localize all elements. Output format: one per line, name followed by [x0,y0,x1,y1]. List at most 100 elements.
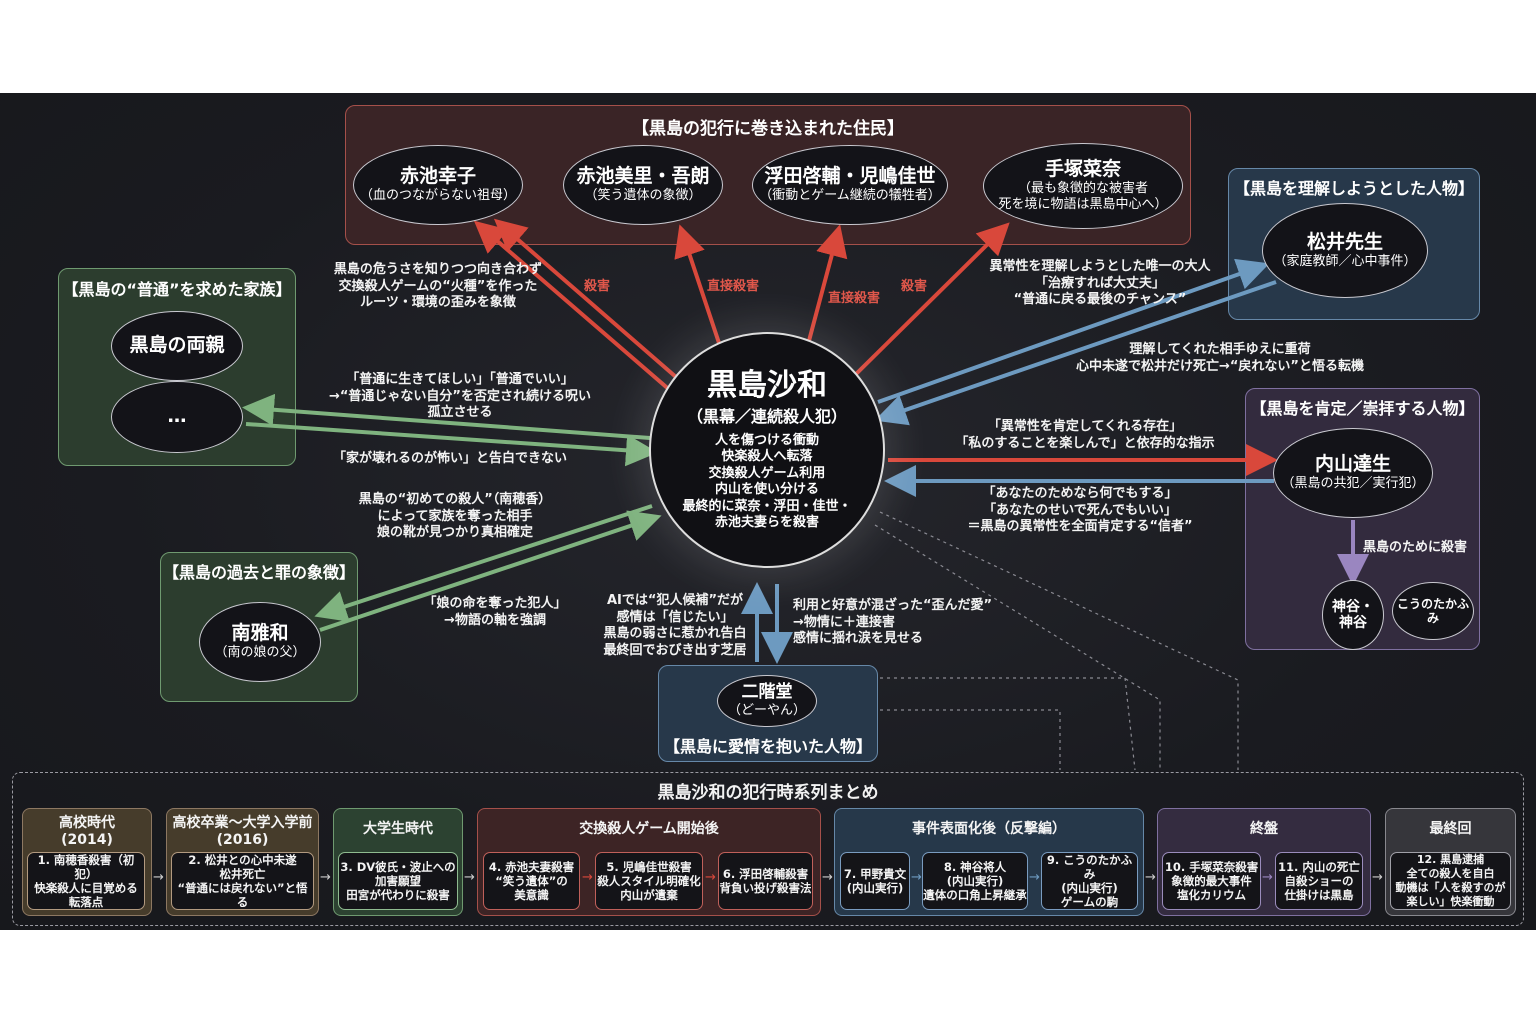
timeline-arrow-icon: → [1145,870,1156,885]
node-ukita-kojima[interactable]: 浮田啓輔・児嶋佳世 （衝動とゲーム継続の犠牲者） [752,145,948,225]
node-note: （南の娘の父） [214,645,306,661]
node-uchiyama[interactable]: 内山達生 （黒島の共犯／実行犯） [1273,428,1433,518]
edge-label-kill-2: 直接殺害 [707,279,760,294]
node-minami[interactable]: 南雅和 （南の娘の父） [199,602,321,682]
timeline-event-4[interactable]: 4. 赤池夫妻殺害 “笑う遺体”の 美意識 [483,852,580,910]
timeline-arrow-icon: → [705,870,716,885]
node-name: 黒島の両親 [129,334,225,357]
node-name: こうのたかふみ [1396,596,1469,625]
node-akaike-misato-goro[interactable]: 赤池美里・吾朗 （笑う遺体の象徴） [563,145,723,225]
node-name: 内山達生 [1314,453,1391,476]
arrow-kill-sachiko-2 [493,218,686,386]
edge-label-kill-for-kurosima: 黒島のために殺害 [1363,540,1468,555]
node-matsui[interactable]: 松井先生 （家庭教師／心中事件） [1262,203,1428,298]
center-role: （黒幕／連続殺人犯） [686,406,847,426]
timeline-arrow-icon: → [1029,870,1040,885]
edge-label-family-2: 「家が壊れるのが怖い」と告白できない [332,451,567,466]
node-note: （衝動とゲーム継続の犠牲者） [759,188,941,204]
edge-label-minami-1: 黒島の“初めての殺人”（南穂香） によって家族を奪った相手 娘の靴が見つかり真相… [358,492,552,540]
arrow-kill-ukita [804,224,848,353]
edge-label-matsui-1: 異常性を理解しようとした唯一の大人 「治療すれば大丈夫」 “普通に戻る最後のチャ… [989,259,1211,307]
edge-label-minami-2: 「娘の命を奪った犯人」 →物語の軸を強調 [423,596,567,628]
phase-title: 事件表面化後（反撃編） [912,821,1066,837]
node-family-other[interactable]: … [111,381,243,453]
node-akaike-sachiko[interactable]: 赤池幸子 （血のつながらない祖母） [353,145,523,225]
node-kurosima-parents[interactable]: 黒島の両親 [111,311,243,381]
edge-label-kill-4: 殺害 [901,279,928,294]
node-name: 神谷・ 神谷 [1332,598,1374,631]
group-title: 【黒島を肯定／崇拝する人物】 [1250,399,1475,418]
node-name: 浮田啓輔・児嶋佳世 [764,165,936,188]
timeline-event-2[interactable]: 2. 松井との心中未遂 松井死亡 “普通には戻れない”と悟る [171,852,314,910]
timeline-arrow-icon: → [911,870,922,885]
group-title: 【黒島の過去と罪の象徴】 [162,563,355,582]
timeline-event-12[interactable]: 12. 黒島逮捕 全ての殺人を自白 動機は「人を殺すのが 楽しい」快楽衝動 [1390,852,1511,910]
node-kurosima-sawa[interactable]: 黒島沙和 （黒幕／連続殺人犯） 人を傷つける衝動 快楽殺人へ転落 交換殺人ゲーム… [649,332,885,568]
phase-title: 交換殺人ゲーム開始後 [579,821,719,837]
timeline-title: 黒島沙和の犯行時系列まとめ [657,783,879,803]
node-name: 二階堂 [741,682,793,703]
timeline-links [874,511,1239,771]
node-tezuka-nana[interactable]: 手塚菜奈 （最も象徴的な被害者 死を境に物語は黒島中心へ） [983,143,1183,229]
timeline-event-3[interactable]: 3. DV彼氏・波止への 加害願望 田宮が代わりに殺害 [338,852,458,910]
timeline-arrow-icon: → [822,870,833,885]
timeline-event-1[interactable]: 1. 南穂香殺害（初犯） 快楽殺人に目覚める 転落点 [27,852,145,910]
timeline-event-10[interactable]: 10. 手塚菜奈殺害 象徴的最大事件 塩化カリウム [1162,852,1261,910]
edge-label-kill-1: 殺害 [584,279,611,294]
arrow-kill-akaike [674,224,724,353]
timeline-arrow-icon: → [1262,870,1273,885]
phase-title: 終盤 [1250,821,1278,837]
arrow-to-family [242,393,651,440]
timeline-arrow-icon: → [153,870,164,885]
node-name: … [167,405,187,428]
node-kounotakafumi[interactable]: こうのたかふみ [1392,582,1474,640]
node-name: 赤池美里・吾朗 [576,165,710,188]
node-kamiya[interactable]: 神谷・ 神谷 [1322,580,1384,650]
timeline-arrow-icon: → [1372,870,1383,885]
node-name: 松井先生 [1306,230,1383,253]
edge-label-sachiko: 黒島の危うさを知りつつ向き合わず 交換殺人ゲームの“火種”を作った ルーツ・環境… [333,262,543,310]
edge-label-kill-3: 直接殺害 [828,291,881,306]
arrow-kill-tezuka [850,222,1010,380]
node-nikaido[interactable]: 二階堂 （どーやん） [717,675,817,727]
node-name: 手塚菜奈 [1044,158,1121,181]
node-note: （どーやん） [727,702,806,718]
timeline-event-8[interactable]: 8. 神谷将人 (内山実行) 遺体の口角上昇継承 [922,852,1028,910]
timeline-arrow-icon: → [582,870,593,885]
timeline-event-7[interactable]: 7. 甲野貴文 (内山実行) [840,852,910,910]
family-group: 【黒島の“普通”を求めた家族】 [58,268,296,466]
timeline-arrow-icon: → [464,870,475,885]
arrow-from-family [245,422,658,467]
edge-label-nikaido-2: 利用と好意が混ざった“歪んだ愛” →物情に＋連接害 感情に揺れ涙を見せる [793,598,993,646]
arrow-to-minami [314,504,653,622]
edge-label-uchiyama-2: 「あなたのためなら何でもする」 「あなたのせいで死んでもいい」 ＝黒島の異常性を… [967,486,1193,534]
edge-label-matsui-2: 理解してくれた相手ゆえに重荷 心中未遂で松井だけ死亡→“戻れない”と悟る転機 [1076,342,1364,374]
group-title: 【黒島に愛情を抱いた人物】 [663,737,872,756]
group-title: 【黒島を理解しようとした人物】 [1233,179,1474,198]
arrow-kill-sachiko [473,220,674,394]
center-desc: 人を傷つける衝動 快楽殺人へ転落 交換殺人ゲーム利用 内山を使い分ける 最終的に… [682,432,852,531]
node-note: （笑う遺体の象徴） [584,188,702,204]
edge-label-family-1: 「普通に生きてほしい」「普通でいい」 →“普通じゃない自分”を否定され続ける呪い… [329,372,591,420]
timeline-event-5[interactable]: 5. 児嶋佳世殺害 殺人スタイル明確化 内山が遺棄 [595,852,703,910]
node-note: （最も象徴的な被害者 死を境に物語は黒島中心へ） [998,181,1168,212]
phase-title: 高校時代 (2014) [59,815,115,848]
group-title: 【黒島の“普通”を求めた家族】 [62,280,292,299]
node-note: （血のつながらない祖母） [359,188,516,204]
node-name: 赤池幸子 [399,165,476,188]
phase-title: 最終回 [1429,821,1472,837]
center-name: 黒島沙和 [707,367,827,403]
phase-title: 高校卒業〜大学入学前 (2016) [172,815,313,848]
group-title: 【黒島の犯行に巻き込まれた住民】 [632,119,904,139]
arrow-to-matsui [877,258,1270,404]
node-note: （黒島の共犯／実行犯） [1281,476,1425,492]
edge-label-uchiyama-1: 「異常性を肯定してくれる存在」 「私のすることを楽しんで」と依存的な指示 [955,419,1215,451]
phase-title: 大学生時代 [363,821,433,837]
edge-label-nikaido-1: AIでは“犯人候補”だが 感情は「信じたい」 黒島の弱さに惹かれ告白 最終回でお… [603,593,747,658]
timeline-event-9[interactable]: 9. こうのたかふみ (内山実行) ゲームの駒 [1041,852,1138,910]
timeline-arrow-icon: → [320,870,331,885]
timeline-event-6[interactable]: 6. 浮田啓輔殺害 背負い投げ殺害法 [718,852,813,910]
arrow-from-minami [319,510,662,632]
timeline-event-11[interactable]: 11. 内山の死亡 自殺ショーの 仕掛けは黒島 [1275,852,1363,910]
